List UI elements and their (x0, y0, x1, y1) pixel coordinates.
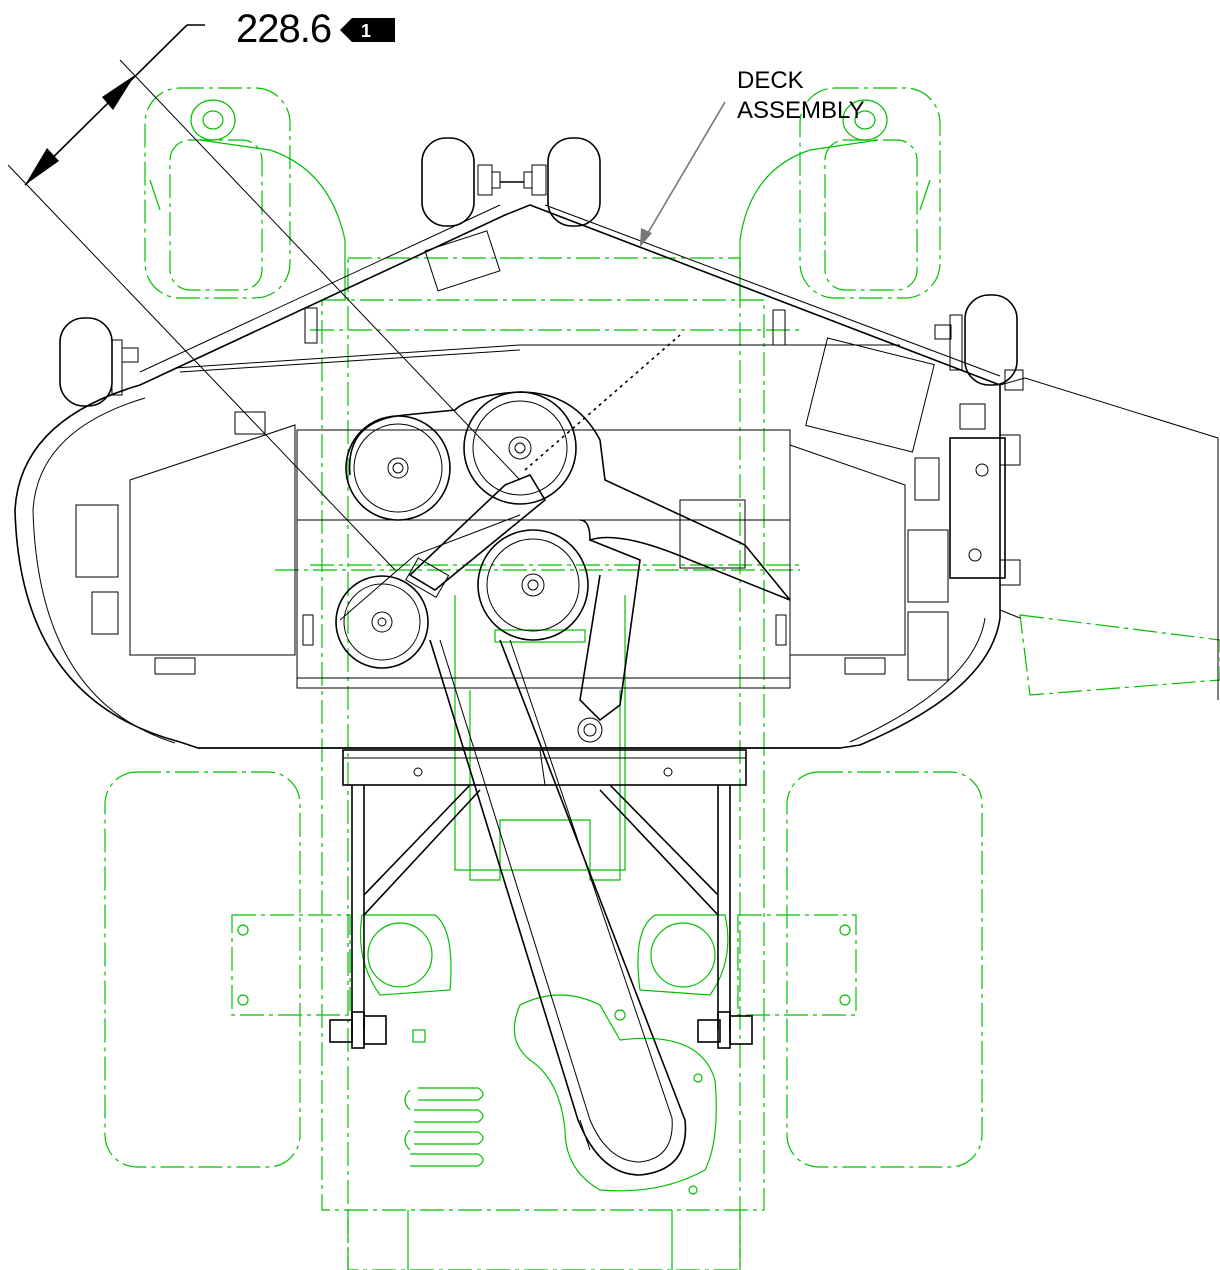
deck-assembly (14, 137, 1219, 1176)
cooling-fins (404, 1087, 484, 1167)
extension-line-1 (119, 59, 521, 481)
gauge-wheel-center-right (500, 137, 601, 227)
rear-tire-right (786, 771, 983, 1168)
dimension-228-6: 228.6 1 (7, 7, 521, 571)
dimension-arrow-bottom (25, 148, 59, 185)
idler-arm (408, 474, 547, 591)
wheel-motor-left (231, 914, 452, 1016)
mower-outline (104, 87, 1220, 1270)
tension-spring (524, 334, 681, 471)
callout-label-line2: ASSEMBLY (737, 97, 865, 124)
right-housing (789, 337, 1024, 681)
deck-shell (14, 204, 1001, 749)
callout-leader (641, 101, 726, 244)
callout-label-line1: DECK (737, 67, 804, 94)
gauge-wheel-center-left (421, 137, 501, 227)
drive-belt (339, 391, 791, 1176)
callout-arrow (640, 228, 652, 247)
gauge-wheel-left (59, 317, 139, 407)
callout-badge-number: 1 (361, 21, 371, 41)
wheel-motor-right (637, 914, 857, 1016)
front-caster-right (739, 87, 941, 300)
callout-badge (340, 18, 395, 42)
dimension-arrow-top (102, 75, 135, 110)
pulley-center-top (463, 391, 577, 505)
frame-rails (275, 257, 800, 1270)
rear-tire-left (104, 771, 301, 1168)
pulley-center (477, 529, 589, 641)
rear-hitch-frame (329, 749, 753, 1049)
discharge-chute (1019, 614, 1220, 696)
gauge-wheel-right (934, 294, 1018, 386)
front-caster-left (144, 87, 346, 300)
deck-assembly-callout: DECK ASSEMBLY (640, 67, 865, 247)
chute-plate (999, 377, 1219, 700)
dimension-value: 228.6 (236, 7, 331, 51)
extension-line-2 (7, 164, 396, 571)
left-housing (75, 411, 296, 675)
pulley-idler (335, 575, 429, 669)
engine-outline (412, 595, 717, 1195)
